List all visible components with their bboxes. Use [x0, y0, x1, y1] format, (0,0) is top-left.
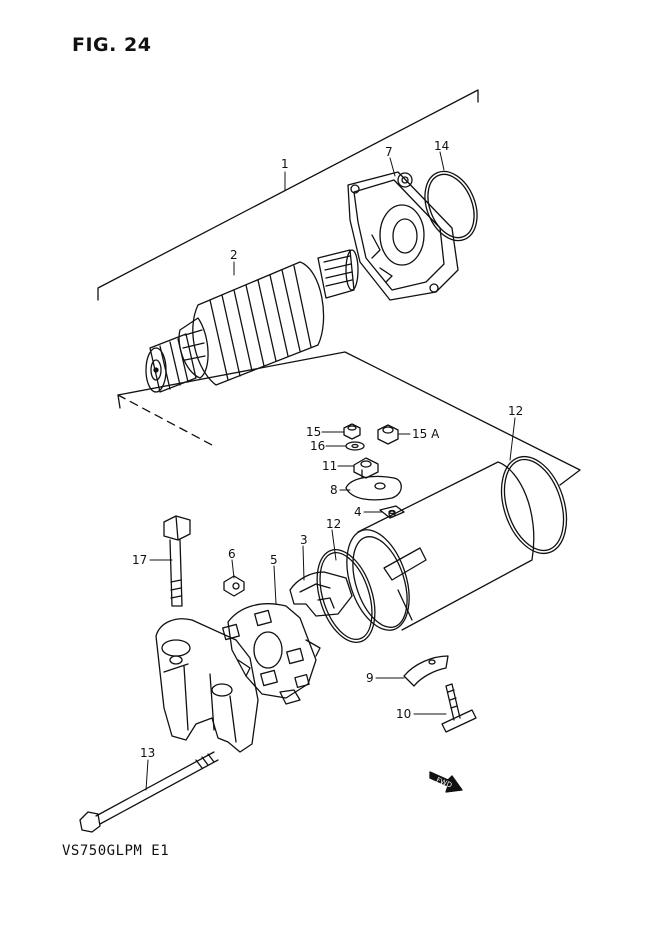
bolt-17 — [163, 515, 191, 607]
callout-7: 7 — [385, 145, 393, 159]
forward-arrow-icon: FWD — [429, 771, 463, 793]
callout-10: 10 — [396, 707, 411, 721]
leader-lines — [145, 151, 516, 791]
callout-15a: 15 A — [412, 427, 440, 441]
washer-4 — [379, 505, 405, 519]
through-bolt-13 — [79, 751, 219, 833]
callout-11: 11 — [322, 459, 337, 473]
washer-16 — [345, 441, 365, 451]
brush-holder-5 — [222, 603, 321, 705]
callout-12-upper: 12 — [508, 404, 523, 418]
o-ring-yoke-lower — [316, 548, 376, 644]
callout-14: 14 — [434, 139, 449, 153]
callout-6: 6 — [228, 547, 236, 561]
callout-3: 3 — [300, 533, 308, 547]
callout-2: 2 — [230, 248, 238, 262]
callout-labels: 1 2 3 4 5 6 7 8 9 10 11 12 12 13 14 15 1… — [132, 139, 523, 760]
armature-group-bracket — [97, 89, 479, 301]
front-housing — [347, 171, 459, 301]
callout-15: 15 — [306, 425, 321, 439]
starter-yoke — [346, 461, 535, 631]
nut-15 — [343, 423, 361, 440]
callout-17: 17 — [132, 553, 147, 567]
nut-6 — [223, 575, 245, 597]
callout-9: 9 — [366, 671, 374, 685]
callout-5: 5 — [270, 553, 278, 567]
brush-spring-9 — [403, 655, 449, 687]
callout-12-lower: 12 — [326, 517, 341, 531]
callout-4: 4 — [354, 505, 362, 519]
rear-housing — [155, 618, 259, 753]
figure-title: FIG. 24 — [72, 34, 152, 56]
model-code: VS750GLPM E1 — [62, 843, 170, 859]
armature-group-frame — [117, 351, 581, 486]
callout-8: 8 — [330, 483, 338, 497]
nut-11 — [353, 457, 379, 479]
terminal-insulator-8 — [345, 475, 402, 501]
nut-15a — [377, 424, 399, 445]
armature — [145, 249, 359, 393]
o-ring-yoke-upper — [500, 455, 568, 555]
callout-16: 16 — [310, 439, 325, 453]
screw-10 — [441, 683, 477, 733]
brush-plate-3 — [289, 571, 353, 617]
o-ring-front — [424, 170, 478, 242]
callout-1: 1 — [281, 157, 289, 171]
callout-13: 13 — [140, 746, 155, 760]
